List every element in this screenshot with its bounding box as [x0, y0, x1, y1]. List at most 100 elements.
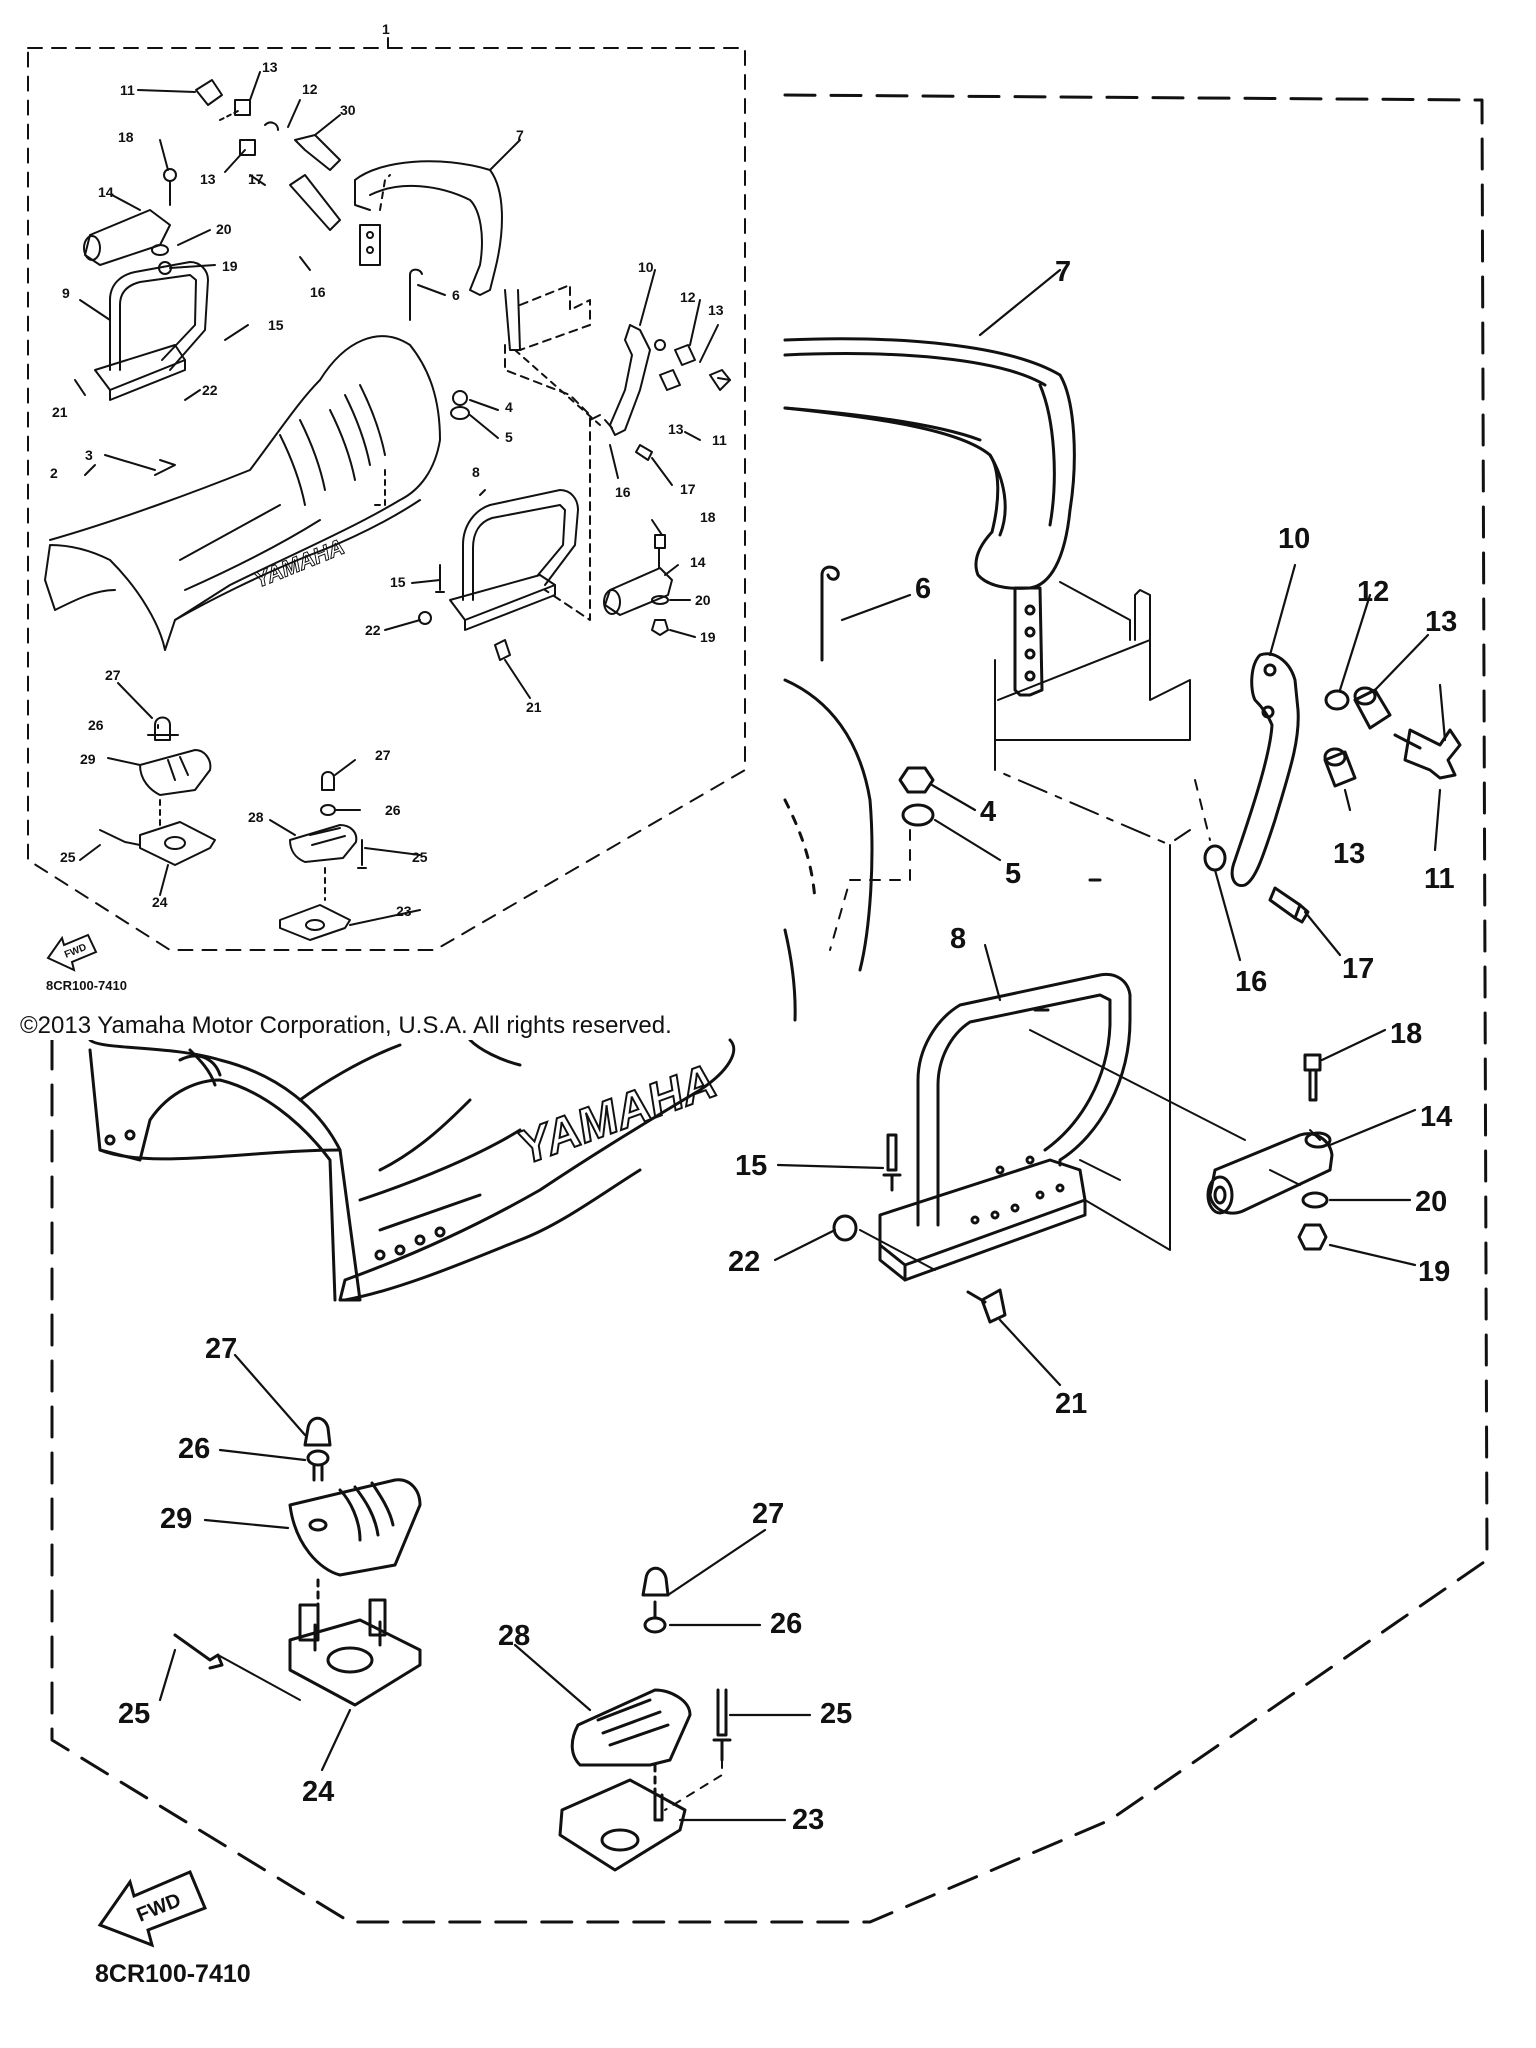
callout-large: 14: [1420, 1101, 1453, 1133]
seat-body-small: [44, 335, 441, 651]
copyright-notice: ©2013 Yamaha Motor Corporation, U.S.A. A…: [20, 1012, 672, 1040]
callout-small: 21: [526, 699, 542, 715]
nut-22: [832, 1214, 858, 1242]
callout-small: 15: [390, 574, 406, 590]
callout-large: 16: [1235, 966, 1268, 998]
callout-large: 17: [1342, 953, 1375, 985]
callout-large: 10: [1278, 523, 1311, 555]
callout-small: 22: [202, 382, 218, 398]
backrest-pad-small: [354, 160, 503, 296]
callout-large: 29: [160, 1503, 193, 1535]
fwd-arrow-large: FWD: [97, 1870, 207, 1948]
callout-small: 17: [248, 171, 264, 187]
callout-small: 11: [120, 82, 135, 98]
callout-large: 7: [1055, 256, 1072, 288]
fwd-arrow-small: FWD: [46, 933, 98, 972]
grab-bar-8: [916, 972, 1132, 1227]
callout-large: 26: [770, 1608, 803, 1640]
callout-small: 5: [505, 429, 513, 445]
callout-small: 3: [85, 447, 93, 463]
callout-large: 15: [735, 1150, 768, 1182]
washer-20: [1301, 1191, 1329, 1209]
callout-small: 19: [222, 258, 238, 274]
callout-small: 26: [88, 717, 104, 733]
callout-large: 26: [178, 1433, 211, 1465]
diagram-code-small: 8CR100-7410: [46, 978, 127, 993]
callout-small: 6: [452, 287, 460, 303]
callout-large: 23: [792, 1804, 825, 1836]
nut-4: [898, 766, 935, 794]
hook: [820, 565, 840, 662]
brand-mark-small: YAMAHA: [251, 534, 348, 593]
callout-large: 6: [915, 573, 932, 605]
callout-large: 21: [1055, 1388, 1088, 1420]
backrest-pad: [783, 337, 1076, 590]
callout-small: 10: [638, 259, 654, 275]
callout-large: 18: [1390, 1018, 1423, 1050]
callout-small: 13: [262, 59, 278, 75]
callout-small: 16: [310, 284, 326, 300]
pin-15: [886, 1133, 898, 1172]
bolt-17: [1268, 886, 1302, 920]
callout-small: 12: [302, 81, 318, 97]
callout-large: 25: [820, 1698, 853, 1730]
callout-large: 4: [980, 796, 997, 828]
washer-26-right: [643, 1616, 667, 1634]
callout-large: 5: [1005, 858, 1022, 890]
callout-small: 15: [268, 317, 284, 333]
washer-26-left: [306, 1449, 330, 1467]
callout-small: 19: [700, 629, 716, 645]
hook-base-24: [288, 1618, 422, 1707]
callout-large: 13: [1333, 838, 1366, 870]
callout-small: 1: [382, 21, 390, 37]
screw-25-right: [716, 1688, 728, 1737]
callout-small: 13: [668, 421, 684, 437]
callout-small: 7: [516, 127, 524, 143]
diagram-code-large: 8CR100-7410: [95, 1960, 251, 1988]
seat-body-large: [88, 1038, 736, 1302]
backrest-bracket: [1013, 586, 1044, 697]
large-view-boundary: [50, 93, 1489, 1924]
callout-small: 14: [690, 554, 706, 570]
callout-large: 11: [1424, 863, 1455, 895]
bolt-18: [1303, 1053, 1322, 1072]
callout-small: 8: [472, 464, 480, 480]
callout-small: 22: [365, 622, 381, 638]
callout-large: 8: [950, 923, 967, 955]
callout-small: 18: [118, 129, 134, 145]
callout-small: 17: [680, 481, 696, 497]
callout-large: 22: [728, 1246, 761, 1278]
bolt-21: [980, 1288, 1007, 1324]
callout-small: 29: [80, 751, 96, 767]
callout-small: 4: [505, 399, 513, 415]
callout-large: 28: [498, 1620, 531, 1652]
cap-nut-27-right: [641, 1566, 670, 1597]
callout-small: 11: [712, 432, 727, 448]
callout-small: 16: [615, 484, 631, 500]
callout-large: 12: [1357, 576, 1390, 608]
nut-19: [1297, 1223, 1328, 1251]
cap-nut-27-left: [303, 1416, 332, 1447]
callout-large: 19: [1418, 1256, 1451, 1288]
callout-small: 9: [62, 285, 70, 301]
bushing-13a: [1353, 688, 1392, 730]
brand-mark-large: YAMAHA: [511, 1055, 724, 1176]
grab-bar-8-small: [462, 489, 579, 601]
callout-large: 27: [752, 1498, 785, 1530]
washer-5: [901, 803, 935, 827]
screw-25-left: [173, 1633, 224, 1670]
callout-small: 30: [340, 102, 356, 118]
callout-small: 20: [216, 221, 232, 237]
washer-12: [1324, 689, 1350, 711]
callout-small: 20: [695, 592, 711, 608]
collar-16: [1203, 844, 1227, 872]
callout-large: 25: [118, 1698, 151, 1730]
callout-small: 25: [60, 849, 76, 865]
callout-small: 28: [248, 809, 264, 825]
callout-large: 13: [1425, 606, 1458, 638]
callout-small: 21: [52, 404, 68, 420]
callout-small: 25: [412, 849, 428, 865]
bushing-13b: [1323, 750, 1357, 788]
